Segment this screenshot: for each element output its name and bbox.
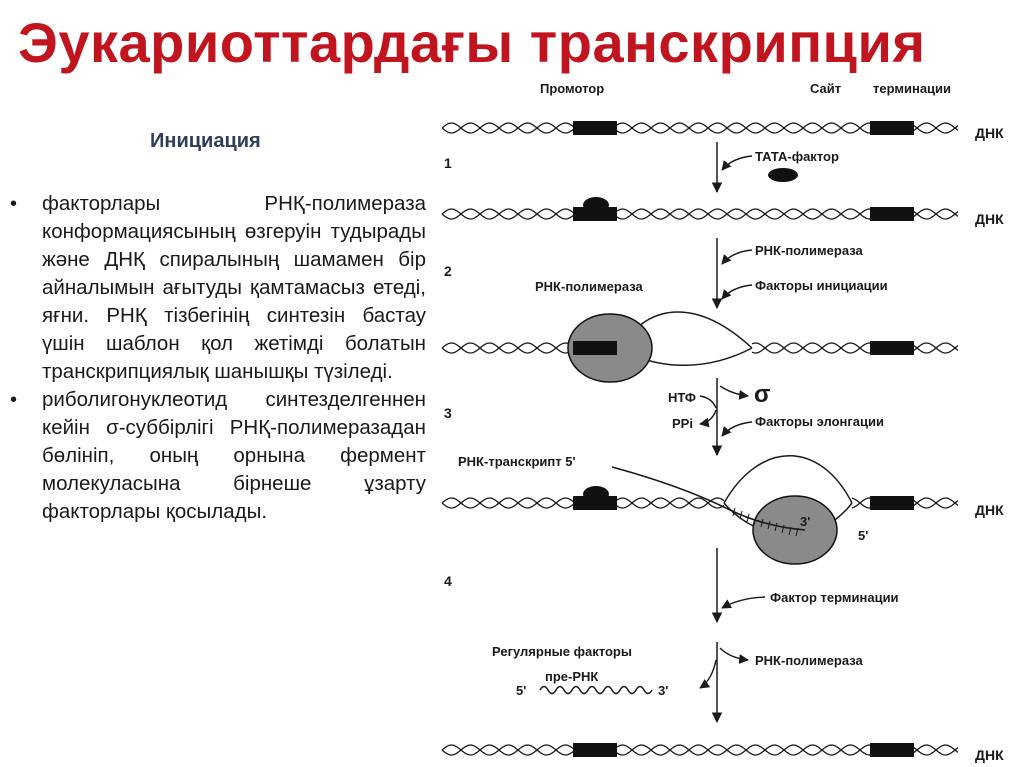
transcription-diagram: Промотор Сайт терминации ДНК ДНК ДНК ДНК… bbox=[441, 81, 1004, 763]
promoter-box bbox=[573, 743, 617, 757]
dnk-label: ДНК bbox=[975, 125, 1004, 141]
tata-factor-label: ТАТА-фактор bbox=[755, 149, 839, 164]
dna-strand bbox=[751, 342, 959, 354]
dna-bubble bbox=[723, 455, 853, 504]
termination-box bbox=[870, 121, 914, 135]
ppi-label: PPi bbox=[672, 416, 693, 431]
ntf-in-arrow bbox=[699, 395, 717, 409]
promoter-box bbox=[573, 207, 617, 221]
ntf-label: НТФ bbox=[668, 390, 696, 405]
bullet-item: риболигонуклеотид синтезделгеннен кейін … bbox=[8, 386, 426, 526]
tata-factor-bound bbox=[583, 486, 609, 502]
promoter-label: Промотор bbox=[540, 81, 604, 96]
dnk-label: ДНК bbox=[975, 747, 1004, 763]
site-label: Сайт bbox=[810, 81, 841, 96]
dnk-label: ДНК bbox=[975, 502, 1004, 518]
pre-rnk-label: пре-РНК bbox=[545, 669, 598, 684]
termination-label: терминации bbox=[873, 81, 951, 96]
bullet-list: факторлары РНҚ-полимераза конформациясын… bbox=[8, 190, 426, 526]
rna-dna-hybrid bbox=[732, 507, 799, 537]
sigma-label: σ bbox=[754, 381, 770, 408]
bullet-item: факторлары РНҚ-полимераза конформациясын… bbox=[8, 190, 426, 386]
tata-factor-bound bbox=[583, 197, 609, 213]
termination-box bbox=[870, 207, 914, 221]
section-subtitle: Инициация bbox=[150, 130, 261, 152]
step-number: 3 bbox=[444, 405, 452, 421]
promoter-box bbox=[573, 121, 617, 135]
tata-factor-blob bbox=[768, 168, 798, 182]
polymerase-in-arrow bbox=[721, 249, 753, 265]
pre-rnk-three-prime: 3' bbox=[658, 683, 668, 698]
dnk-label: ДНК bbox=[975, 211, 1004, 227]
step-number: 4 bbox=[444, 573, 452, 589]
promoter-box bbox=[573, 496, 617, 510]
transcript-label: РНК-транскрипт 5' bbox=[458, 454, 576, 469]
slide-title: Эукариоттардағы транскрипция bbox=[18, 11, 926, 74]
polymerase-release-label: РНК-полимераза bbox=[755, 653, 864, 668]
termination-box bbox=[870, 341, 914, 355]
elong-in-arrow bbox=[721, 421, 753, 437]
pre-rna-strand bbox=[539, 685, 653, 695]
ppi-out-arrow bbox=[699, 409, 717, 428]
polymerase-label: РНК-полимераза bbox=[755, 243, 864, 258]
term-factor-label: Фактор терминации bbox=[770, 590, 899, 605]
termination-box bbox=[870, 496, 914, 510]
pre-rnk-out-arrow bbox=[699, 659, 717, 689]
step-number: 2 bbox=[444, 263, 452, 279]
reg-factors-label: Регулярные факторы bbox=[492, 644, 632, 659]
elong-factors-label: Факторы элонгации bbox=[755, 414, 884, 429]
three-prime-label: 3' bbox=[800, 514, 810, 529]
polymerase-label-left: РНК-полимераза bbox=[535, 279, 644, 294]
rna-polymerase bbox=[752, 495, 838, 565]
five-prime-label: 5' bbox=[858, 528, 868, 543]
init-factors-label: Факторы инициации bbox=[755, 278, 888, 293]
rna-transcript bbox=[611, 466, 806, 531]
init-factors-in-arrow bbox=[721, 284, 753, 300]
sigma-out-arrow bbox=[719, 385, 749, 400]
tata-in-arrow bbox=[721, 155, 753, 171]
promoter-box bbox=[573, 341, 617, 355]
step-number: 1 bbox=[444, 155, 452, 171]
term-factor-in-arrow bbox=[721, 596, 766, 609]
pre-rnk-five-prime: 5' bbox=[516, 683, 526, 698]
dna-strand bbox=[751, 342, 959, 354]
termination-box bbox=[870, 743, 914, 757]
polymerase-out-arrow bbox=[719, 647, 749, 664]
